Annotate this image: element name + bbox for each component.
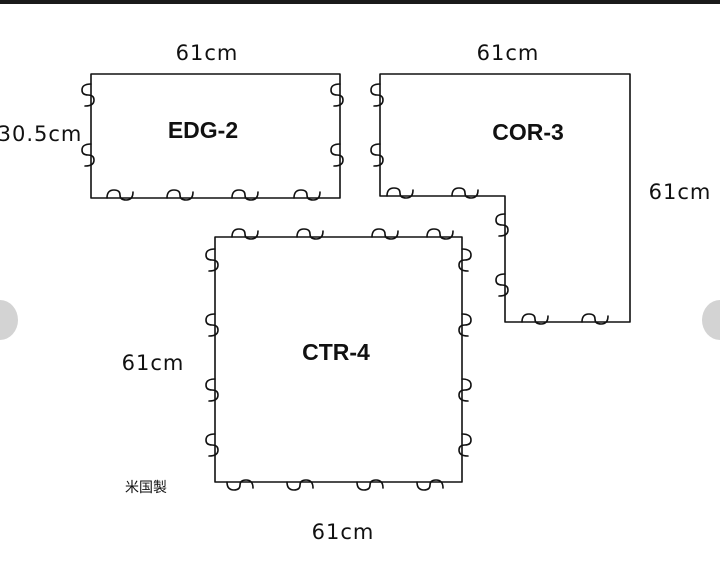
interlock-tab: [231, 189, 259, 201]
interlock-tab: [495, 213, 509, 237]
interlock-tab: [205, 433, 219, 457]
interlock-tab: [370, 143, 384, 167]
interlock-tab: [521, 313, 549, 325]
tile-ctr-4-label: CTR-4: [302, 339, 370, 365]
interlock-tab: [81, 83, 95, 107]
interlock-tab: [458, 313, 472, 337]
interlock-tab: [458, 433, 472, 457]
interlock-tab: [495, 273, 509, 297]
interlock-tab: [106, 189, 134, 201]
interlock-tab: [356, 479, 384, 491]
interlock-tab: [458, 378, 472, 402]
interlock-tab: [226, 479, 254, 491]
tile-ctr-4-width-label: 61cm: [312, 520, 375, 544]
interlock-tab: [426, 228, 454, 240]
interlock-tab: [166, 189, 194, 201]
tile-edg-2-label: EDG-2: [168, 117, 238, 143]
interlock-tab: [205, 378, 219, 402]
tile-cor-3: COR-3 61cm 61cm: [370, 41, 712, 325]
next-image-button[interactable]: [702, 300, 720, 340]
interlock-tab: [386, 187, 414, 199]
interlock-tab: [416, 479, 444, 491]
interlock-tab: [330, 83, 344, 107]
tile-edg-2: EDG-2 61cm 30.5cm: [0, 41, 344, 201]
tile-edg-2-width-label: 61cm: [176, 41, 239, 65]
interlock-tab: [581, 313, 609, 325]
origin-label: 米国製: [125, 480, 167, 496]
interlock-tab: [231, 228, 259, 240]
interlock-tab: [81, 143, 95, 167]
tile-cor-3-outline: [379, 73, 631, 323]
tile-ctr-4: CTR-4 61cm 61cm: [122, 228, 472, 544]
tile-cor-3-label: COR-3: [492, 119, 564, 145]
tile-edg-2-outline: [90, 73, 341, 199]
interlock-tab: [296, 228, 324, 240]
top-bar: [0, 0, 720, 4]
prev-image-button[interactable]: [0, 300, 18, 340]
interlock-tab: [205, 248, 219, 272]
interlock-tab: [370, 83, 384, 107]
interlock-tab: [293, 189, 321, 201]
tile-cor-3-height-label: 61cm: [649, 180, 712, 204]
interlock-tab: [330, 143, 344, 167]
interlock-tab: [286, 479, 314, 491]
interlock-tab: [451, 187, 479, 199]
tile-cor-3-width-label: 61cm: [477, 41, 540, 65]
tile-edg-2-height-label: 30.5cm: [0, 122, 82, 146]
interlock-tab: [205, 313, 219, 337]
interlock-tab: [371, 228, 399, 240]
interlock-tab: [458, 248, 472, 272]
tile-ctr-4-height-label: 61cm: [122, 351, 185, 375]
